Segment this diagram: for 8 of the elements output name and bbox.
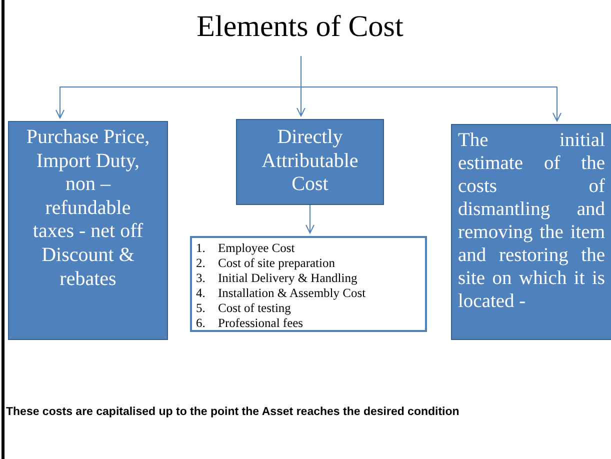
cost-box: Purchase Price, Import Duty, non – refundable taxes - net off Discount & rebates	[8, 121, 168, 340]
note-text: These costs are capitalised up to the point the Asset reaches the desired condition	[6, 406, 460, 418]
title-text: Elements of Cost	[150, 10, 450, 56]
cost-box: Directly Attributable Cost	[236, 119, 384, 205]
arrow	[306, 204, 314, 234]
list-box: 1. Employee Cost 2. Cost of site preparation 3. Initial Delivery & Handling 4. Installation & Assembly Cost 5. Cost of testing 6. Professional fees	[190, 236, 427, 332]
arrow	[300, 56, 562, 122]
cost-box: The initial estimate of the costs of dismantling and removing the item and restoring the site on which it is located -	[451, 124, 611, 340]
